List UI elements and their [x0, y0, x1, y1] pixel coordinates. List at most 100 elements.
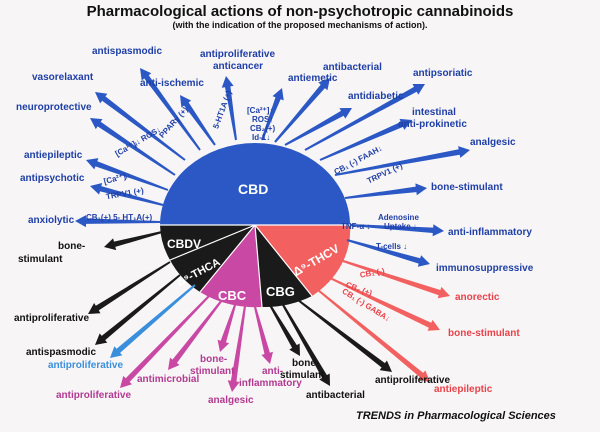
- action-anti-inflammatory: anti-inflammatory: [448, 227, 532, 238]
- cbc-segment: [200, 225, 262, 308]
- action-immunosuppressive: immunosuppressive: [436, 263, 534, 274]
- thcv-antiepileptic: antiepileptic: [434, 384, 493, 395]
- arrow-neuroprotective: [90, 118, 176, 176]
- mech-adenosine: Adenosine: [378, 213, 419, 222]
- action-anti-prokinetic: anti-prokinetic: [398, 119, 467, 130]
- mech-ca: [Ca²⁺]↑: [247, 106, 273, 115]
- arrow-analgesic: [334, 146, 470, 176]
- arrow-immunosuppressive: [346, 239, 430, 267]
- cbc-antiproliferative: antiproliferative: [56, 390, 131, 401]
- arrow-cbdv-bone: [104, 231, 163, 251]
- mech-cb1-ht: CB₁(+) 5- HT₁A(+): [86, 213, 153, 222]
- cbc-antimicrobial: antimicrobial: [137, 374, 199, 385]
- action-vasorelaxant: vasorelaxant: [32, 72, 94, 83]
- arrow-cbc-antiproliferative: [120, 294, 211, 388]
- cbg-segment: [255, 225, 312, 308]
- arrows: [75, 68, 470, 392]
- arrow-thca-antiproliferative: [110, 284, 196, 358]
- cbdv-bone: bone-: [58, 241, 85, 252]
- arrow-antispasmodic: [140, 68, 201, 151]
- mech-ca-ros2: [Ca²⁺]ᵢ↓ ROS↓: [114, 125, 163, 158]
- mech-ca3: [Ca²⁺]ᵢ↓: [103, 170, 132, 186]
- arrow-vasorelaxant: [95, 92, 186, 161]
- arrow-cbg-antiproliferative: [297, 299, 392, 372]
- arrow-cbc-anti: [254, 306, 273, 364]
- cbg-bone: bone-: [292, 358, 319, 369]
- arrow-cbc-antimicrobial: [168, 299, 223, 370]
- action-antiproliferative: antiproliferative: [200, 49, 275, 60]
- action-anticancer: anticancer: [213, 61, 263, 72]
- arrow-intestinal: [319, 118, 412, 161]
- arrow-antiepileptic: [86, 158, 169, 191]
- cbg-antibacterial: antibacterial: [306, 390, 365, 401]
- cbdv-antispasmodic: antispasmodic: [26, 347, 96, 358]
- action-anxiolytic: anxiolytic: [28, 215, 75, 226]
- mech-tnf: TNF-α ↓: [341, 222, 370, 231]
- action-analgesic: analgesic: [470, 137, 516, 148]
- action-antibacterial: antibacterial: [323, 62, 382, 73]
- arrow-cbdv-antispasmodic: [95, 274, 181, 345]
- thca-antiproliferative: antiproliferative: [48, 360, 123, 371]
- cbc-inflammatory: inflammatory: [239, 378, 302, 389]
- arrow-antibacterial: [274, 78, 330, 143]
- arrow-cbg-antibacterial: [281, 302, 330, 386]
- action-antiepileptic: antiepileptic: [24, 150, 83, 161]
- action-antipsychotic: antipsychotic: [20, 173, 85, 184]
- action-antispasmodic: antispasmodic: [92, 46, 162, 57]
- cbc-analgesic: analgesic: [208, 395, 254, 406]
- cbdv-segment: [160, 225, 255, 260]
- arrow-bone-stimulant: [344, 183, 427, 199]
- action-intestinal: intestinal: [412, 107, 456, 118]
- arrow-thcv-anorectic: [339, 259, 450, 299]
- thca-segment: [170, 225, 255, 292]
- arrow-antidiabetic: [284, 108, 352, 146]
- action-antidiabetic: antidiabetic: [348, 91, 404, 102]
- arrow-anti-inflammatory: [349, 224, 444, 237]
- cbd-label: CBD: [238, 181, 268, 197]
- arrow-antipsoriatic: [304, 84, 425, 151]
- page-subtitle: (with the indication of the proposed mec…: [172, 20, 428, 30]
- mech-thcv-cb1: CB₁ (-): [359, 266, 386, 279]
- arrow-cbc-bone: [217, 304, 236, 352]
- arrow-cbdv-antiproliferative: [88, 261, 171, 314]
- arrow-antiemetic: [261, 88, 284, 141]
- action-neuroprotective: neuroprotective: [16, 102, 92, 113]
- arrow-thcv-bone: [329, 277, 440, 331]
- arrow-antiproliferative: [221, 76, 237, 141]
- thcv-anorectic: anorectic: [455, 292, 500, 303]
- mech-uptake: Uptake ↓: [384, 222, 417, 231]
- thcv-bone-stimulant: bone-stimulant: [448, 328, 520, 339]
- mech-ppar: PPARγ (+): [157, 105, 190, 140]
- action-antipsoriatic: antipsoriatic: [413, 68, 473, 79]
- cbg-stimulant: stimulant: [280, 370, 325, 381]
- cbc-label: CBC: [218, 288, 247, 303]
- cbc-bone: bone-: [200, 354, 227, 365]
- cbc-stimulant: stimulant: [190, 366, 235, 377]
- cbg-label: CBG: [266, 284, 295, 299]
- mech-ros: ROS↑: [252, 115, 273, 124]
- cbc-anti: anti-: [262, 366, 283, 377]
- arrow-anti-ischemic: [180, 95, 216, 146]
- arrow-anxiolytic: [75, 215, 160, 228]
- page-title: Pharmacological actions of non-psychotro…: [86, 3, 514, 20]
- cbdv-label: CBDV: [167, 237, 201, 251]
- arrow-thcv-antiepileptic: [317, 289, 430, 382]
- mech-cb2: CB₂(+): [250, 124, 275, 133]
- cbd-segment: [160, 143, 350, 225]
- mech-tcells: T-cells ↓: [376, 242, 407, 251]
- mech-id1: Id-1↓: [252, 133, 270, 142]
- thcv-segment: [255, 225, 351, 296]
- action-bone-stimulant: bone-stimulant: [431, 182, 503, 193]
- action-antiemetic: antiemetic: [288, 73, 338, 84]
- cbdv-antiproliferative: antiproliferative: [14, 313, 89, 324]
- arrow-cbc-analgesic: [227, 305, 246, 392]
- action-anti-ischemic: anti-ischemic: [140, 78, 204, 89]
- cbdv-stimulant: stimulant: [18, 254, 63, 265]
- pie: [160, 143, 351, 308]
- cbg-antiproliferative: antiproliferative: [375, 375, 450, 386]
- arrow-cbg-bone: [269, 304, 300, 356]
- arrow-antipsychotic: [90, 183, 164, 206]
- footer-credit: TRENDS in Pharmacological Sciences: [356, 410, 556, 422]
